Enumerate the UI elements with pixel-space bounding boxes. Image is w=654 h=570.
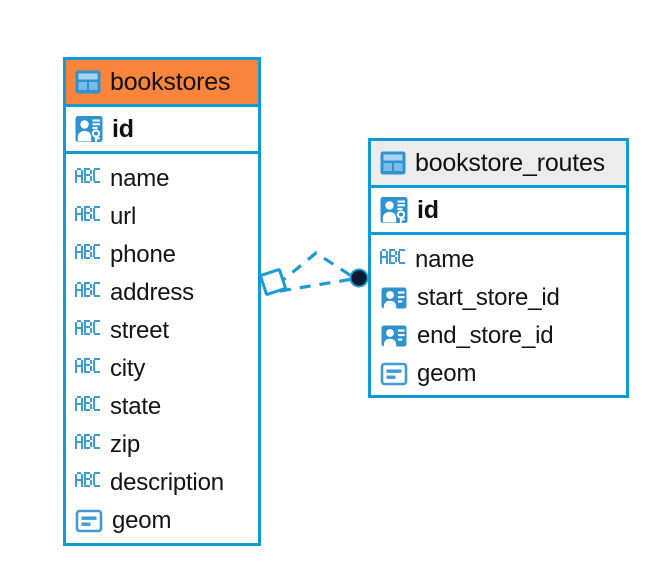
entity-title: bookstore_routes <box>415 148 605 177</box>
field-row-description[interactable]: description <box>66 464 258 502</box>
field-label: phone <box>110 241 176 268</box>
foreign-key-icon <box>380 322 408 350</box>
field-label: zip <box>110 431 141 458</box>
abc-text-icon <box>75 471 101 495</box>
field-label: geom <box>112 507 172 534</box>
entity-bookstore-routes[interactable]: bookstore_routes id <box>368 138 629 398</box>
field-label: street <box>110 317 169 344</box>
field-row-end-store-id[interactable]: end_store_id <box>371 317 626 355</box>
primary-key-label: id <box>417 195 439 224</box>
field-row-geom[interactable]: geom <box>371 355 626 393</box>
field-label: address <box>110 279 194 306</box>
abc-text-icon <box>75 319 101 343</box>
geometry-icon <box>75 507 103 535</box>
table-icon <box>380 150 406 176</box>
field-row-geom[interactable]: geom <box>66 502 258 540</box>
field-label: start_store_id <box>417 284 560 311</box>
field-label: city <box>110 355 146 382</box>
field-row-url[interactable]: url <box>66 198 258 236</box>
field-row-name[interactable]: name <box>66 160 258 198</box>
field-label: description <box>110 469 224 496</box>
abc-text-icon <box>75 433 101 457</box>
relationship-line-upper <box>275 251 354 287</box>
primary-key-icon <box>75 115 103 143</box>
primary-key-icon <box>380 196 408 224</box>
abc-text-icon <box>75 205 101 229</box>
primary-key-row-id[interactable]: id <box>66 107 258 154</box>
entity-title: bookstores <box>110 67 231 96</box>
field-label: state <box>110 393 162 420</box>
primary-key-row-id[interactable]: id <box>371 188 626 235</box>
diamond-marker[interactable] <box>259 268 287 296</box>
abc-text-icon <box>75 357 101 381</box>
field-label: url <box>110 203 137 230</box>
field-row-name[interactable]: name <box>371 241 626 279</box>
field-row-address[interactable]: address <box>66 274 258 312</box>
field-row-zip[interactable]: zip <box>66 426 258 464</box>
abc-text-icon <box>75 243 101 267</box>
geometry-icon <box>380 360 408 388</box>
relationship-line-lower <box>279 277 354 293</box>
field-row-city[interactable]: city <box>66 350 258 388</box>
abc-text-icon <box>75 395 101 419</box>
field-label: name <box>110 165 170 192</box>
primary-key-label: id <box>112 114 134 143</box>
entity-header-bookstores[interactable]: bookstores <box>66 60 258 107</box>
entity-bookstores[interactable]: bookstores id <box>63 57 261 546</box>
abc-text-icon <box>75 167 101 191</box>
field-row-start-store-id[interactable]: start_store_id <box>371 279 626 317</box>
foreign-key-icon <box>380 284 408 312</box>
field-label: name <box>415 246 475 273</box>
field-row-street[interactable]: street <box>66 312 258 350</box>
filled-circle-marker[interactable] <box>349 268 369 288</box>
abc-text-icon <box>75 281 101 305</box>
abc-text-icon <box>380 248 406 272</box>
field-list-bookstore-routes: name start_store_id <box>371 235 626 400</box>
field-label: end_store_id <box>417 322 554 349</box>
field-list-bookstores: name url <box>66 154 258 547</box>
entity-header-bookstore-routes[interactable]: bookstore_routes <box>371 141 626 188</box>
table-icon <box>75 69 101 95</box>
field-row-phone[interactable]: phone <box>66 236 258 274</box>
field-row-state[interactable]: state <box>66 388 258 426</box>
field-label: geom <box>417 360 477 387</box>
